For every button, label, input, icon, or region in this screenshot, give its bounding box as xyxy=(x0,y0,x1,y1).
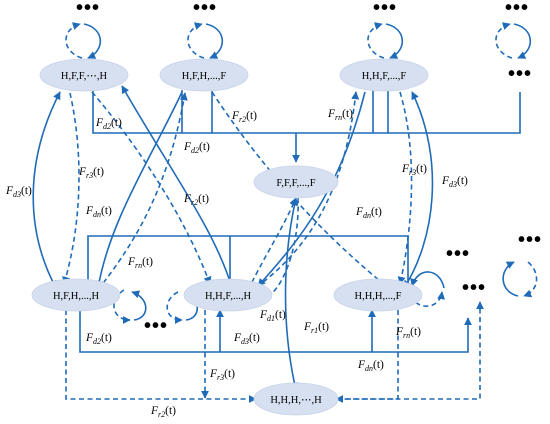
ellipsis-markers: ••• ••• ••• ••• ••• ••• ••• ••• ••• xyxy=(76,0,542,337)
label-fr2-mid: Fr2(t) xyxy=(183,193,209,207)
ellipsis-far-right: ••• xyxy=(518,229,542,251)
top-bus xyxy=(92,90,521,163)
ellipsis-bottom-left: ••• xyxy=(144,315,168,337)
ellipsis-top-1: ••• xyxy=(76,0,100,19)
node-hhf-top-label: H,H,F,...,F xyxy=(362,71,407,82)
node-hhfh: H,H,F,...,H xyxy=(183,278,273,312)
node-hffh: H,F,F,⋯,H xyxy=(39,58,129,92)
label-fd3-bottom: Fd3(t) xyxy=(233,332,260,346)
node-hfh-top-label: H,F,H,...,F xyxy=(182,71,227,82)
node-hffh2-label: H,F,H,...,H xyxy=(53,291,100,302)
dashed-edges xyxy=(62,91,484,403)
edge-labels: Fd2(t) Fr2(t) Frn(t) Fd2(t) Fr3(t) Fd3(t) Fr3(… xyxy=(5,108,468,419)
label-fr3-left: Fr3(t) xyxy=(78,166,104,180)
node-hhhh: H,H,H,⋯,H xyxy=(253,382,339,416)
node-hffh-label: H,F,F,⋯,H xyxy=(61,71,108,82)
label-fdn-right: Fdn(t) xyxy=(355,206,382,220)
label-fd2-top-left: Fd2(t) xyxy=(95,117,122,131)
label-fr2-top: Fr2(t) xyxy=(231,110,257,124)
node-hffh2: H,F,H,...,H xyxy=(31,278,121,312)
label-fdn-left: Fdn(t) xyxy=(85,205,112,219)
label-frn-mid: Frn(t) xyxy=(127,256,153,270)
ellipsis-mid-right: ••• xyxy=(446,243,470,265)
node-hhhh-label: H,H,H,⋯,H xyxy=(270,395,322,406)
label-fr2-bottom: Fr2(t) xyxy=(150,405,176,419)
self-loops xyxy=(65,22,538,324)
label-fr3-right: Fr3(t) xyxy=(401,163,427,177)
label-fr1: Fr1(t) xyxy=(303,321,329,335)
ellipsis-right-top: ••• xyxy=(508,63,532,85)
ellipsis-top-4: ••• xyxy=(505,0,529,19)
node-ffff: F,F,F,...,F xyxy=(253,165,339,199)
bottom-bus xyxy=(79,308,472,353)
node-hhhf-label: H,H,H,...,F xyxy=(355,291,402,302)
node-hhhf: H,H,H,...,F xyxy=(333,278,423,312)
solid-edges xyxy=(32,85,434,391)
label-frn-bottom: Frn(t) xyxy=(395,326,421,340)
label-fd3-right: Fd3(t) xyxy=(441,175,468,189)
label-fd3-left: Fd3(t) xyxy=(5,185,32,199)
ellipsis-top-3: ••• xyxy=(373,0,397,19)
label-fd1: Fd1(t) xyxy=(259,309,286,323)
label-fd2-mid: Fd2(t) xyxy=(183,141,210,155)
node-hhfh-label: H,H,F,...,H xyxy=(205,291,252,302)
label-fr3-bottom: Fr3(t) xyxy=(209,368,235,382)
label-frn-top: Frn(t) xyxy=(327,108,353,122)
node-hfh-top: H,F,H,...,F xyxy=(159,58,249,92)
label-fdn-bottom: Fdn(t) xyxy=(357,359,384,373)
label-fd2-bottom: Fd2(t) xyxy=(85,332,112,346)
node-hhf-top: H,H,F,...,F xyxy=(339,58,429,92)
ellipsis-top-2: ••• xyxy=(193,0,217,19)
node-ffff-label: F,F,F,...,F xyxy=(276,178,315,189)
ellipsis-bottom-right: ••• xyxy=(462,277,486,299)
